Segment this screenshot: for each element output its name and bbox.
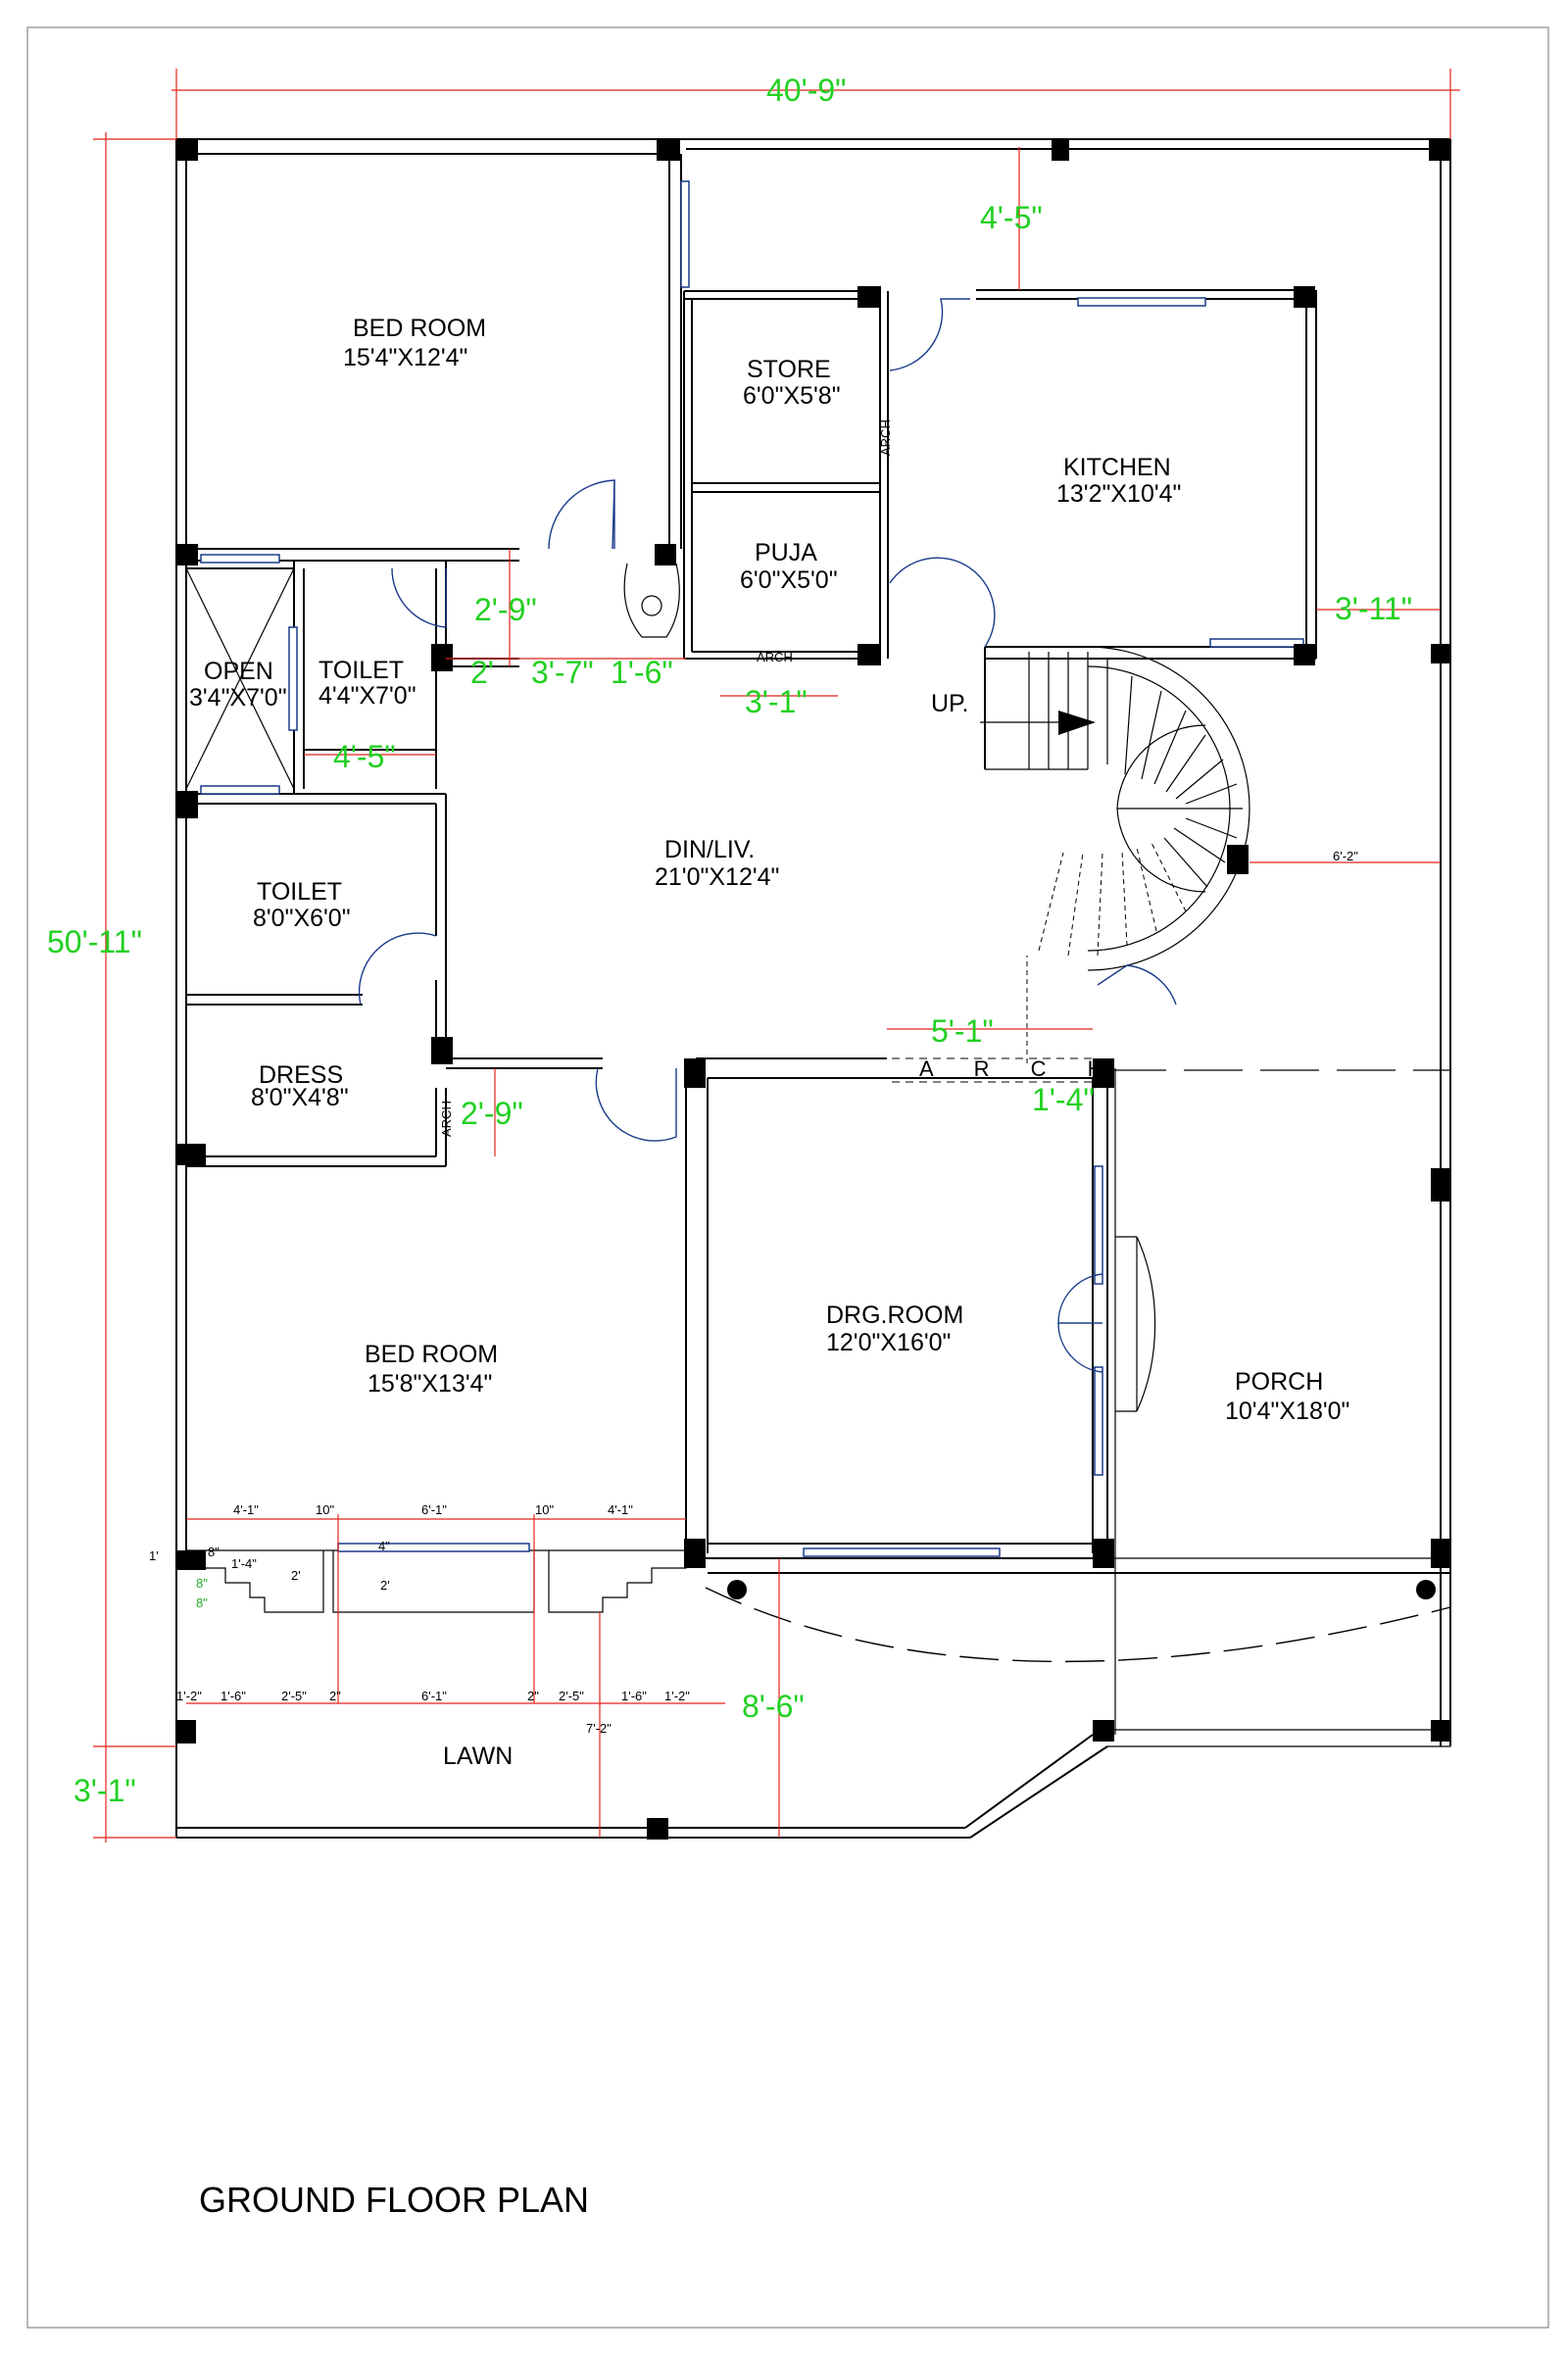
room-name-porch: PORCH (1235, 1368, 1323, 1396)
dim-one-4: 1'-4" (1032, 1082, 1095, 1117)
dim-bottom-row: 2" (527, 1689, 539, 1703)
room-name-dress: DRESS (259, 1061, 343, 1089)
columns (176, 139, 1450, 1840)
sheet-border (26, 26, 1549, 2329)
room-size-bed-room-bottom: 15'8"X13'4" (368, 1370, 492, 1398)
room-size-toilet-small: 4'4"X7'0" (318, 682, 416, 710)
major-dimensions: 40'-9" 50'-11" 3'-1" 4'-5" 3'-11" 2'-9" … (47, 73, 1412, 1808)
room-name-open: OPEN (204, 658, 273, 685)
dim-overall-depth: 50'-11" (47, 924, 142, 959)
dim-step-c: 1'-4" (231, 1556, 257, 1571)
room-size-din-liv: 21'0"X12'4" (655, 863, 779, 891)
room-size-kitchen: 13'2"X10'4" (1056, 480, 1181, 508)
dim-overall-width: 40'-9" (766, 73, 847, 108)
dim-top-row: 6'-1" (421, 1502, 447, 1517)
dim-eight-6: 8'-6" (742, 1689, 805, 1724)
dim-bottom-row: 1'-6" (621, 1689, 647, 1703)
room-size-porch: 10'4"X18'0" (1225, 1398, 1349, 1425)
dim-three-7: 3'-7" (531, 655, 594, 690)
dim-bottom-row: 1'-6" (220, 1689, 246, 1703)
dim-green-a: 8" (196, 1576, 208, 1591)
dim-front-setback: 3'-1" (74, 1773, 136, 1808)
dim-bottom-row: 2'-5" (559, 1689, 584, 1703)
room-name-toilet-small: TOILET (318, 657, 404, 684)
dim-top-row: 4'-1" (233, 1502, 259, 1517)
room-name-toilet-large: TOILET (257, 878, 342, 906)
dim-step-a: 1' (149, 1548, 159, 1563)
doors (358, 298, 1103, 1373)
room-size-toilet-large: 8'0"X6'0" (253, 905, 351, 932)
room-name-bed-room-top: BED ROOM (353, 315, 486, 342)
room-name-store: STORE (747, 356, 831, 383)
dim-bottom-row: 2'-5" (281, 1689, 307, 1703)
dim-stair-side: 6'-2" (1333, 849, 1358, 863)
dim-three-1: 3'-1" (745, 684, 808, 719)
dim-door-bottom: 2'-9" (461, 1096, 523, 1131)
room-size-dress: 8'0"X4'8" (251, 1084, 349, 1111)
room-name-bed-room-bottom: BED ROOM (365, 1341, 498, 1368)
page-title: GROUND FLOOR PLAN (199, 2180, 589, 2220)
dim-top-row: 4'-1" (608, 1502, 633, 1517)
room-name-drg-room: DRG.ROOM (826, 1301, 963, 1329)
dim-step-f: 2' (380, 1578, 390, 1593)
windows (200, 180, 1304, 1557)
dim-bottom-row: 6'-1" (421, 1689, 447, 1703)
room-name-puja: PUJA (755, 539, 817, 566)
dim-bottom-row: 1'-2" (176, 1689, 202, 1703)
room-size-store: 6'0"X5'8" (743, 382, 841, 410)
dim-bottom-row: 2" (329, 1689, 341, 1703)
dim-step-b: 8" (208, 1545, 220, 1559)
room-size-puja: 6'0"X5'0" (740, 566, 838, 594)
dim-five-1: 5'-1" (931, 1013, 994, 1049)
room-size-open: 3'4"X7'0" (189, 684, 287, 712)
dim-door-top: 2'-9" (474, 592, 537, 627)
dimension-lines (93, 69, 1460, 1842)
dim-top-row: 10" (316, 1502, 334, 1517)
dim-top-row: 10" (535, 1502, 554, 1517)
dim-kitchen-setback: 4'-5" (980, 200, 1043, 235)
room-size-bed-room-top: 15'4"X12'4" (343, 344, 467, 371)
dim-two: 2' (470, 655, 494, 690)
puja-symbol-icon (623, 563, 680, 638)
arch-label-puja: ARCH (757, 650, 793, 664)
dim-one-6: 1'-6" (611, 655, 673, 690)
room-name-kitchen: KITCHEN (1063, 454, 1171, 481)
room-labels: BED ROOM 15'4"X12'4" STORE 6'0"X5'8" KIT… (189, 315, 1349, 1770)
arch-label-living: A R C H (919, 1056, 1120, 1081)
dim-kitchen-side: 3'-11" (1335, 591, 1412, 626)
dim-four-5: 4'-5" (333, 739, 396, 774)
arch-label-dress: ARCH (439, 1101, 454, 1137)
dim-step-d: 2' (291, 1568, 301, 1583)
stair-arrow-icon (1058, 711, 1096, 735)
stair-up-label: UP. (931, 690, 968, 717)
dim-lawn-depth: 7'-2" (586, 1721, 612, 1736)
room-name-din-liv: DIN/LIV. (664, 836, 755, 863)
room-name-lawn: LAWN (443, 1743, 513, 1770)
dim-green-b: 8" (196, 1596, 208, 1610)
room-size-drg-room: 12'0"X16'0" (826, 1329, 951, 1356)
dim-step-e: 4" (378, 1539, 390, 1553)
minor-dimensions: 6'-2" 4'-1" 10" 6'-1" 10" 4'-1" 1'-2" 1'… (149, 849, 1358, 1736)
dim-bottom-row: 1'-2" (664, 1689, 690, 1703)
arch-label-store: ARCH (878, 419, 893, 456)
